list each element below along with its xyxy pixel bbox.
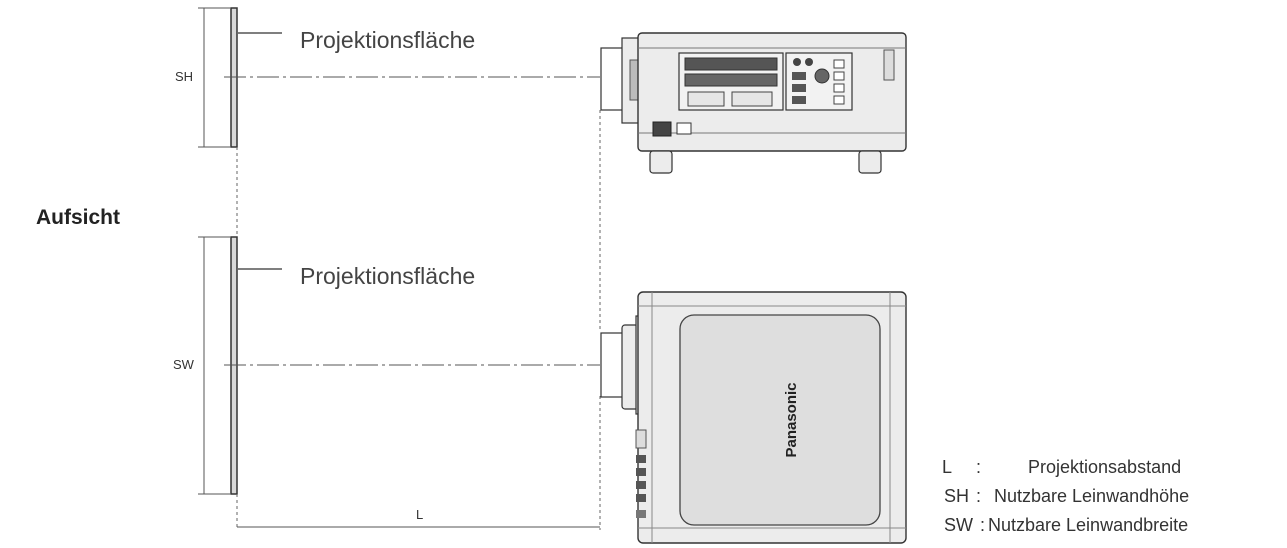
legend-sep: : — [976, 486, 982, 506]
brand-logo: Panasonic — [783, 382, 800, 457]
legend-row-sw: SW:Nutzbare Leinwandbreite — [944, 516, 1188, 534]
sw-dimension-line — [198, 236, 230, 495]
legend-key: SW — [944, 515, 973, 535]
projector-side-view — [600, 32, 907, 174]
legend-value: Nutzbare Leinwandbreite — [988, 515, 1189, 535]
section-title-top-view: Aufsicht — [36, 206, 120, 229]
legend-value: Projektionsabstand — [1028, 457, 1182, 477]
screen-label-side: Projektionsfläche — [300, 27, 476, 53]
l-label: L — [416, 507, 424, 522]
legend-value: Nutzbare Leinwandhöhe — [994, 486, 1190, 506]
legend-key: L — [942, 457, 953, 477]
legend-sep: : — [980, 515, 986, 535]
sh-dimension-line — [198, 7, 230, 148]
projector-top-view — [600, 291, 907, 544]
screen-label-top: Projektionsfläche — [300, 263, 476, 289]
legend-row-sh: SH: Nutzbare Leinwandhöhe — [944, 487, 1189, 505]
legend-key: SH — [944, 486, 970, 506]
sh-label: SH — [173, 69, 196, 84]
sw-label: SW — [171, 357, 196, 372]
legend-row-l: L: Projektionsabstand — [942, 458, 1181, 476]
legend-sep: : — [976, 457, 982, 477]
